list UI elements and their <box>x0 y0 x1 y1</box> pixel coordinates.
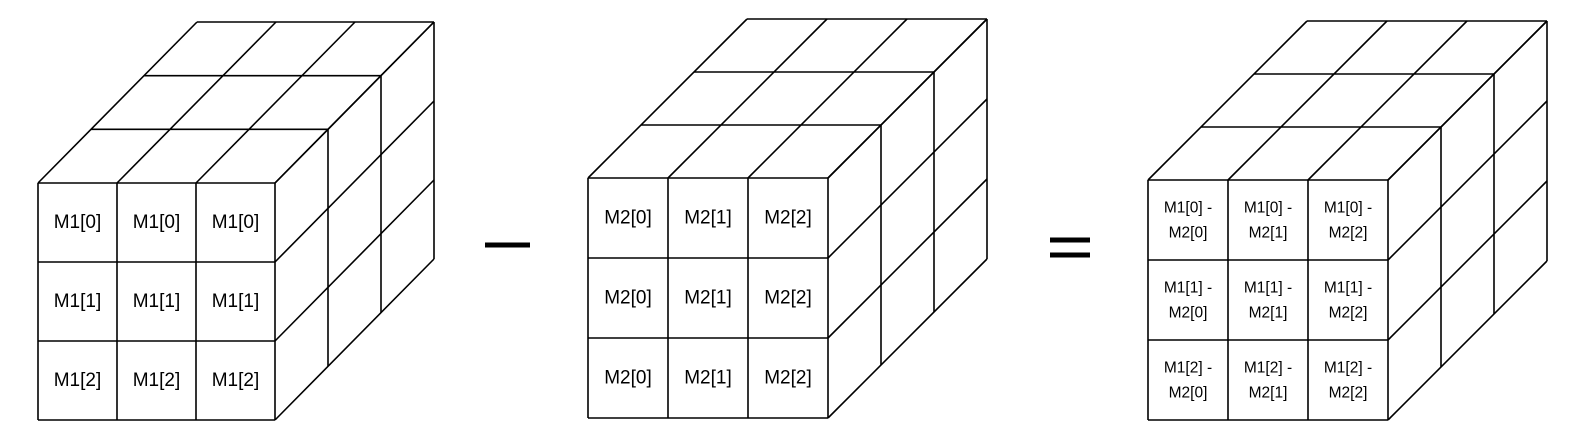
cube-m2-cell: M2[2] <box>764 368 812 389</box>
cube-m2-cell: M2[1] <box>684 368 732 389</box>
cube-result-edges <box>1147 20 1548 421</box>
cube-m1-cell: M1[1] <box>133 291 181 312</box>
cube-m2-cell: M2[2] <box>764 288 812 309</box>
cube-result-cell-line1: M1[2] - <box>1324 360 1372 377</box>
cube-m2-cell: M2[0] <box>604 368 652 389</box>
cube-edge <box>37 21 198 184</box>
cube-edge <box>827 98 988 259</box>
cube-result-cell-line1: M1[1] - <box>1324 280 1372 297</box>
cube-m1-cell: M1[0] <box>54 212 102 233</box>
cube-result-cell-line2: M2[1] <box>1249 385 1288 402</box>
cube-m1-cell: M1[1] <box>212 291 260 312</box>
cube-result-cell-line1: M1[1] - <box>1164 280 1212 297</box>
cube-edge <box>1147 20 1308 181</box>
cube-result-cell-line1: M1[0] - <box>1164 200 1212 217</box>
cube-m2-cell: M2[2] <box>764 208 812 229</box>
cube-edge <box>195 21 356 184</box>
cube-m1-labels: M1[0] M1[0] M1[0] M1[1] M1[1] M1[1] M1[2… <box>54 212 260 391</box>
cube-m2-labels: M2[0] M2[1] M2[2] M2[0] M2[1] M2[2] M2[0… <box>604 208 812 389</box>
cube-edge <box>1387 180 1548 341</box>
cube-edge <box>827 178 988 339</box>
equals-sign <box>1050 237 1090 258</box>
cube-m2-cell: M2[0] <box>604 288 652 309</box>
cube-result-cell-line1: M1[0] - <box>1324 200 1372 217</box>
cube-edge <box>587 18 748 179</box>
cube-result-cell-line2: M2[2] <box>1329 385 1368 402</box>
cube-edge <box>274 100 435 263</box>
cube-edge <box>274 21 435 184</box>
cube-result: M1[0] - M2[0] M1[0] - M2[1] M1[0] - M2[2… <box>1147 20 1548 421</box>
cube-edge <box>667 18 828 179</box>
cube-m1: M1[0] M1[0] M1[0] M1[1] M1[1] M1[1] M1[2… <box>37 21 435 421</box>
cube-m1-cell: M1[1] <box>54 291 102 312</box>
cube-result-cell-line2: M2[2] <box>1329 225 1368 242</box>
cube-m2-cell: M2[1] <box>684 208 732 229</box>
cube-edge <box>116 21 277 184</box>
cube-edge <box>1307 20 1468 181</box>
cube-edge <box>747 18 908 179</box>
cube-result-cell-line1: M1[2] - <box>1164 360 1212 377</box>
cube-edge <box>827 258 988 419</box>
cube-edge <box>1387 260 1548 421</box>
cube-m1-cell: M1[2] <box>212 370 260 391</box>
cube-result-cell-line2: M2[0] <box>1169 225 1208 242</box>
cube-result-cell-line1: M1[1] - <box>1244 280 1292 297</box>
cube-m1-cell: M1[2] <box>133 370 181 391</box>
cube-result-cell-line1: M1[2] - <box>1244 360 1292 377</box>
cube-m1-edges <box>37 21 435 421</box>
cube-result-cell-line2: M2[1] <box>1249 305 1288 322</box>
cube-result-cell-line2: M2[2] <box>1329 305 1368 322</box>
cube-result-cell-line1: M1[0] - <box>1244 200 1292 217</box>
cube-m2: M2[0] M2[1] M2[2] M2[0] M2[1] M2[2] M2[0… <box>587 18 988 419</box>
cube-edge <box>1387 20 1548 181</box>
cube-edge <box>274 179 435 342</box>
cube-result-labels: M1[0] - M2[0] M1[0] - M2[1] M1[0] - M2[2… <box>1164 200 1372 402</box>
cube-m1-cell: M1[0] <box>212 212 260 233</box>
cube-edge <box>827 18 988 179</box>
cube-result-cell-line2: M2[0] <box>1169 305 1208 322</box>
cube-result-cell-line2: M2[1] <box>1249 225 1288 242</box>
cube-edge <box>1227 20 1388 181</box>
cube-edge <box>274 258 435 421</box>
cube-m1-cell: M1[0] <box>133 212 181 233</box>
cube-m2-cell: M2[0] <box>604 208 652 229</box>
cube-m2-cell: M2[1] <box>684 288 732 309</box>
cube-edge <box>1387 100 1548 261</box>
cube-m1-cell: M1[2] <box>54 370 102 391</box>
cube-m2-edges <box>587 18 988 419</box>
cube-result-cell-line2: M2[0] <box>1169 385 1208 402</box>
